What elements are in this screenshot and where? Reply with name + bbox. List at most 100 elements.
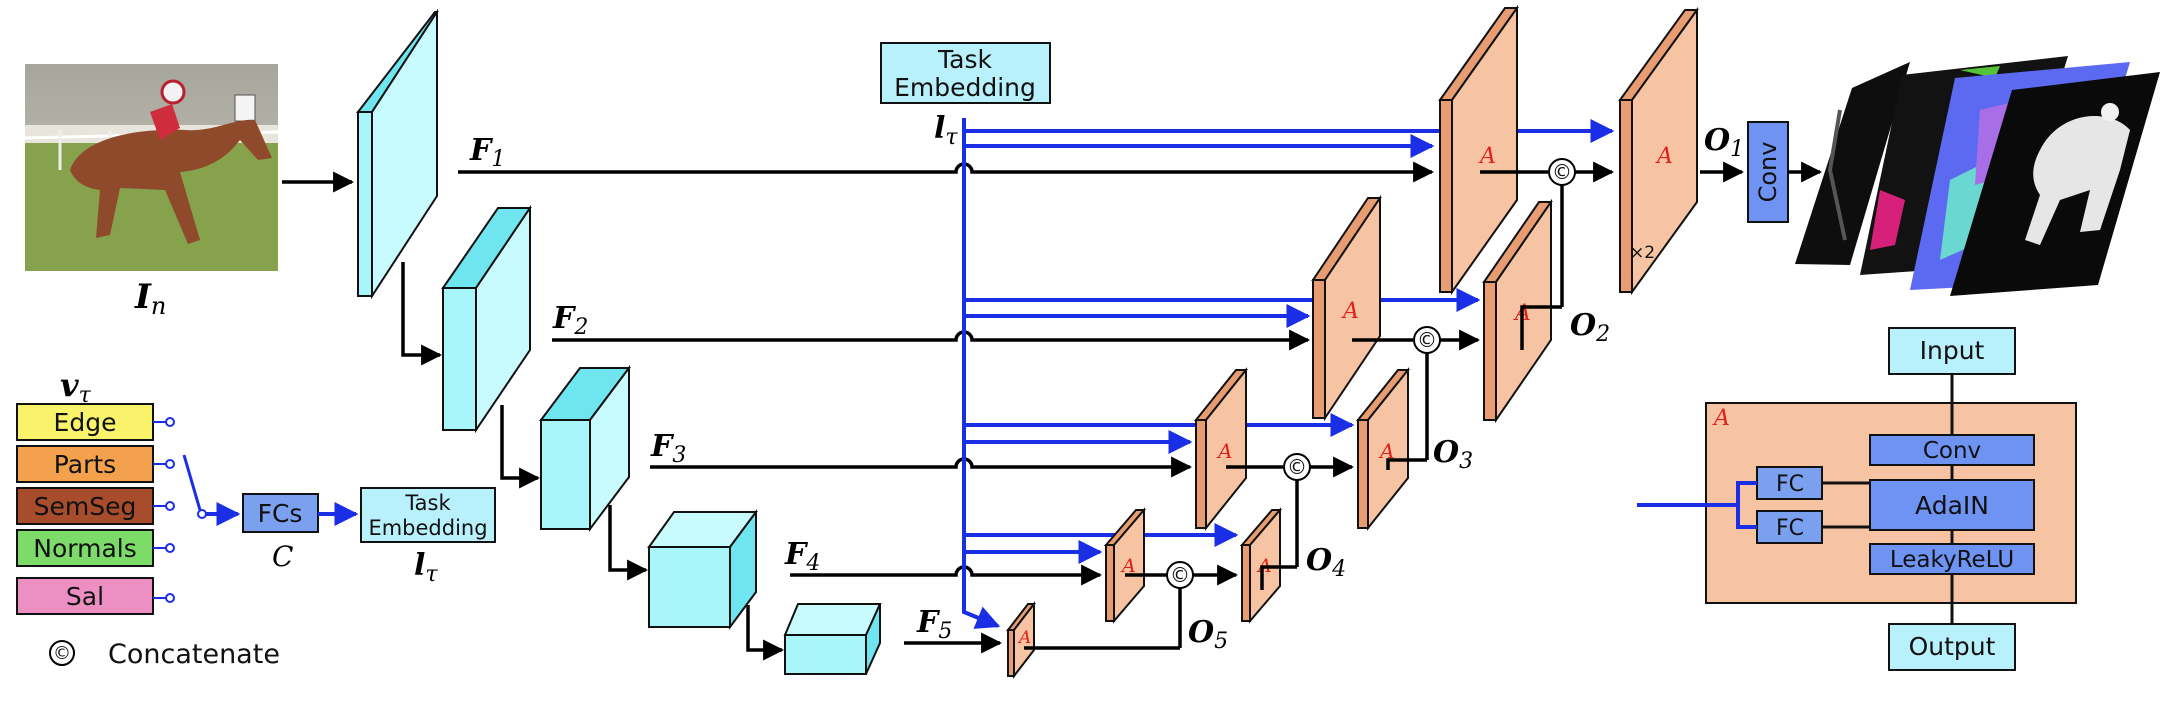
svg-text:F4: F4 bbox=[784, 537, 820, 576]
feature-line-1 bbox=[458, 161, 1435, 183]
task-embedding-box-small: Task Embedding bbox=[360, 487, 496, 543]
encoder-block-3 bbox=[539, 365, 631, 532]
task-parts: Parts bbox=[16, 445, 175, 483]
adain-block-2b: A bbox=[1482, 198, 1553, 424]
module-fc-1: FC bbox=[1756, 466, 1823, 500]
feature-line-4 bbox=[790, 564, 1103, 586]
svg-text:Conv: Conv bbox=[1754, 142, 1782, 203]
output-maps bbox=[1795, 56, 2160, 296]
svg-text:Input: Input bbox=[1920, 336, 1985, 365]
feature-label-1: F1 bbox=[469, 133, 505, 172]
svg-text:F5: F5 bbox=[916, 605, 952, 644]
feature-label-3: F3 bbox=[650, 429, 686, 468]
encoder-block-4 bbox=[647, 508, 758, 631]
feature-label-2: F2 bbox=[552, 301, 588, 340]
svg-text:Parts: Parts bbox=[54, 450, 116, 479]
svg-text:O3: O3 bbox=[1433, 435, 1473, 474]
input-image bbox=[24, 64, 279, 271]
svg-text:©: © bbox=[1552, 160, 1572, 184]
svg-text:Embedding: Embedding bbox=[368, 516, 487, 540]
output-label-5: O5 bbox=[1188, 615, 1228, 654]
task-vector-label: vτ bbox=[60, 366, 92, 408]
adain-block-5: A bbox=[1005, 601, 1037, 679]
adain-block-3b: A bbox=[1355, 367, 1411, 531]
svg-text:A: A bbox=[1216, 439, 1232, 463]
svg-text:Concatenate: Concatenate bbox=[108, 639, 280, 670]
svg-text:AdaIN: AdaIN bbox=[1915, 491, 1989, 520]
svg-text:©: © bbox=[1170, 563, 1190, 587]
fcs-box: FCs bbox=[242, 493, 319, 533]
arrow-enc-1-2 bbox=[401, 262, 443, 366]
adain-block-1a: A bbox=[1438, 4, 1519, 296]
svg-text:×2: ×2 bbox=[1630, 243, 1655, 263]
svg-text:F3: F3 bbox=[650, 429, 686, 468]
arrow-enc-2-3 bbox=[500, 405, 541, 489]
feature-line-3 bbox=[650, 456, 1193, 478]
encoder-block-1 bbox=[355, 8, 439, 300]
svg-text:Task: Task bbox=[404, 491, 451, 515]
svg-text:LeakyReLU: LeakyReLU bbox=[1890, 547, 2014, 573]
svg-text:A: A bbox=[1120, 555, 1136, 577]
line-3b-out bbox=[1386, 458, 1427, 470]
svg-text:Normals: Normals bbox=[33, 534, 136, 563]
adain-block-1b: A ×2 bbox=[1618, 6, 1699, 296]
module-adain-box: AdaIN bbox=[1869, 479, 2035, 531]
concat-legend: © Concatenate bbox=[49, 639, 280, 670]
svg-text:©: © bbox=[1287, 455, 1307, 479]
svg-text:A: A bbox=[1478, 144, 1496, 169]
encoder-block-2 bbox=[441, 204, 532, 434]
adain-block-3a: A bbox=[1193, 367, 1249, 531]
module-detail: A Input Conv AdaIN LeakyReLU Output FC bbox=[1637, 327, 2077, 671]
task-list: Edge Parts SemSeg Normals Sal bbox=[16, 403, 175, 615]
adain-block-4a: A bbox=[1103, 507, 1147, 624]
svg-text:O1: O1 bbox=[1704, 123, 1744, 162]
line-4b-out bbox=[1260, 565, 1297, 590]
encoder-block-5 bbox=[783, 603, 882, 675]
svg-text:A: A bbox=[1712, 406, 1730, 431]
output-label-2: O2 bbox=[1570, 308, 1610, 347]
task-switch bbox=[182, 454, 241, 526]
svg-text:FC: FC bbox=[1776, 516, 1804, 541]
output-label-3: O3 bbox=[1433, 435, 1473, 474]
embedding-symbol-small: lτ bbox=[414, 548, 438, 587]
svg-text:SemSeg: SemSeg bbox=[34, 492, 137, 521]
arrow-enc-3-4 bbox=[608, 505, 649, 581]
task-normals: Normals bbox=[16, 529, 175, 567]
svg-text:Conv: Conv bbox=[1923, 438, 1981, 464]
feature-label-4: F4 bbox=[784, 537, 820, 576]
svg-text:O4: O4 bbox=[1306, 543, 1346, 582]
svg-text:F1: F1 bbox=[469, 133, 505, 172]
svg-text:Task: Task bbox=[937, 45, 992, 74]
svg-text:Output: Output bbox=[1909, 632, 1996, 661]
svg-text:O2: O2 bbox=[1570, 308, 1610, 347]
arrow-enc-4-5 bbox=[746, 605, 785, 661]
embedding-symbol-top: lτ bbox=[934, 111, 958, 150]
module-leaky-box: LeakyReLU bbox=[1869, 543, 2035, 575]
svg-text:FC: FC bbox=[1776, 472, 1804, 497]
output-label-1: O1 bbox=[1704, 123, 1744, 162]
line-2b-out bbox=[1520, 305, 1562, 350]
conv-block: Conv bbox=[1747, 121, 1789, 223]
feature-label-5: F5 bbox=[916, 605, 952, 644]
svg-text:FCs: FCs bbox=[258, 499, 303, 528]
svg-text:A: A bbox=[1017, 628, 1031, 648]
svg-text:F2: F2 bbox=[552, 301, 588, 340]
task-edge: Edge bbox=[16, 403, 175, 441]
svg-text:A: A bbox=[1378, 439, 1394, 463]
task-embedding-box-top: Task Embedding bbox=[880, 42, 1051, 104]
module-input-box: Input bbox=[1888, 327, 2016, 375]
output-label-4: O4 bbox=[1306, 543, 1346, 582]
task-semseg: SemSeg bbox=[16, 487, 175, 525]
svg-text:©: © bbox=[1417, 328, 1437, 352]
module-fc-2: FC bbox=[1756, 510, 1823, 544]
svg-text:©: © bbox=[53, 643, 71, 664]
svg-text:A: A bbox=[1655, 144, 1673, 169]
svg-text:Edge: Edge bbox=[54, 408, 117, 437]
fcs-symbol: C bbox=[272, 540, 293, 573]
task-sal: Sal bbox=[16, 577, 175, 615]
svg-text:A: A bbox=[1341, 299, 1359, 324]
svg-text:Sal: Sal bbox=[66, 582, 104, 611]
svg-text:O5: O5 bbox=[1188, 615, 1228, 654]
input-label: In bbox=[134, 277, 166, 320]
